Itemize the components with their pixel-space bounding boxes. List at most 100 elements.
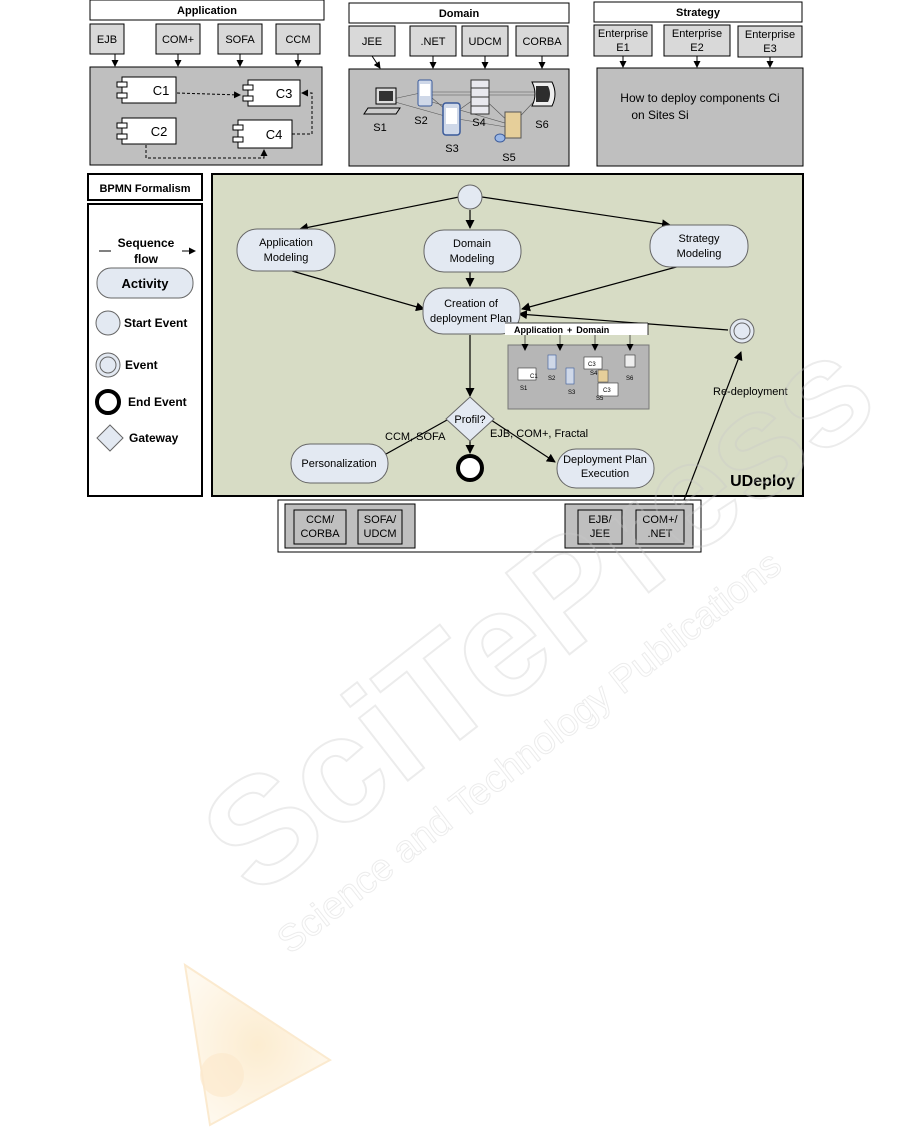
svg-text:SOFA/: SOFA/ [364, 514, 397, 526]
svg-text:S3: S3 [445, 143, 458, 155]
svg-text:Modeling: Modeling [264, 252, 309, 264]
activity-application-modeling: Application Modeling [236, 228, 336, 272]
legend-activity: Activity [96, 267, 194, 299]
tech-udcm: UDCM [461, 25, 509, 57]
application-title: Application [177, 5, 237, 17]
svg-text:C3: C3 [276, 86, 293, 101]
svg-text:EJB: EJB [97, 34, 117, 46]
strategy-panel: Strategy Enterprise E1 Enterprise E2 Ent… [593, 1, 804, 167]
platform-com-net: COM+/ .NET [635, 509, 685, 545]
svg-text:Activity: Activity [122, 276, 170, 291]
activity-deployment-plan-execution: Deployment Plan Execution [556, 448, 655, 489]
platform-ccm-corba: CCM/ CORBA [293, 509, 347, 545]
svg-text:S4: S4 [590, 371, 598, 377]
tech-ejb: EJB [89, 23, 125, 55]
legend-sequence-flow: Sequence flow [99, 236, 196, 266]
udeploy-process: Application Modeling Domain Modeling Str… [211, 173, 804, 501]
svg-text:S1: S1 [373, 122, 386, 134]
legend-title: BPMN Formalism [99, 183, 190, 195]
plan-thumbnail: Application+Domain C1 S2 C3 S4 S6 S1 [505, 322, 650, 410]
svg-text:Personalization: Personalization [301, 458, 376, 470]
svg-text:UDCM: UDCM [469, 36, 502, 48]
legend-end-event: End Event [95, 389, 187, 415]
component-c2: C2 [116, 117, 177, 145]
site-s3-device-icon: S3 [442, 102, 461, 155]
enterprise-e1: Enterprise E1 [593, 24, 653, 57]
svg-text:S2: S2 [414, 115, 427, 127]
activity-creation-deployment-plan: Creation of deployment Plan [422, 287, 521, 335]
platform-ejb-jee: EJB/ JEE [577, 509, 623, 545]
svg-text:C2: C2 [151, 124, 168, 139]
svg-text:Enterprise: Enterprise [598, 28, 648, 40]
svg-text:Sequence: Sequence [118, 236, 175, 250]
svg-text:CCM/: CCM/ [306, 514, 335, 526]
svg-text:deployment Plan: deployment Plan [430, 313, 512, 325]
svg-text:Domain: Domain [453, 238, 491, 250]
redeployment-label: Re-deployment [713, 386, 788, 398]
legend-event: Event [95, 352, 158, 378]
svg-text:Application: Application [259, 237, 313, 249]
domain-title: Domain [439, 8, 480, 20]
activity-strategy-modeling: Strategy Modeling [649, 224, 749, 268]
svg-text:COM+/: COM+/ [642, 514, 678, 526]
tech-sofa: SOFA [217, 23, 263, 55]
application-panel: Application EJB COM+ SOFA CCM C1 [89, 0, 325, 166]
svg-text:CORBA: CORBA [300, 528, 340, 540]
watermark-logo-icon [183, 962, 332, 1127]
flow-label-ccm-sofa: CCM, SOFA [385, 431, 446, 443]
svg-text:Enterprise: Enterprise [745, 29, 795, 41]
svg-text:Deployment Plan: Deployment Plan [563, 454, 647, 466]
svg-text:UDCM: UDCM [364, 528, 397, 540]
svg-text:S6: S6 [626, 376, 634, 382]
svg-text:COM+: COM+ [162, 34, 194, 46]
site-s4-server-icon: S4 [470, 79, 490, 129]
end-event [456, 454, 484, 482]
enterprise-e2: Enterprise E2 [663, 24, 731, 57]
svg-text:.NET: .NET [420, 36, 445, 48]
site-s2-device-icon: S2 [414, 79, 433, 127]
svg-text:C3: C3 [588, 362, 596, 368]
svg-text:Strategy: Strategy [679, 233, 720, 245]
svg-text:E2: E2 [690, 42, 703, 54]
svg-text:E3: E3 [763, 43, 776, 55]
flow-label-ejb-com-fractal: EJB, COM+, Fractal [490, 428, 588, 440]
domain-panel: Domain JEE .NET UDCM CORBA [348, 2, 570, 167]
tech-dotnet: .NET [409, 25, 457, 57]
legend-gateway: Gateway [96, 424, 179, 452]
tech-corba: CORBA [515, 25, 569, 57]
svg-text:JEE: JEE [590, 528, 610, 540]
component-c1: C1 [116, 76, 177, 104]
svg-text:S5: S5 [596, 396, 604, 402]
svg-text:EJB/: EJB/ [588, 514, 612, 526]
svg-text:C3: C3 [603, 388, 611, 394]
svg-text:C1: C1 [153, 83, 170, 98]
strategy-description-2: on Sites Si [631, 108, 688, 122]
svg-text:S6: S6 [535, 119, 548, 131]
svg-text:Start Event: Start Event [124, 316, 187, 330]
bpmn-legend: BPMN Formalism Sequence flow Activity St… [87, 173, 203, 497]
start-event [457, 184, 483, 210]
svg-text:Modeling: Modeling [450, 253, 495, 265]
svg-text:Modeling: Modeling [677, 248, 722, 260]
site-s5-server-icon: S5 [494, 111, 522, 164]
legend-start-event: Start Event [95, 310, 187, 336]
svg-text:S3: S3 [568, 390, 576, 396]
svg-text:C4: C4 [266, 127, 283, 142]
tech-com-plus: COM+ [155, 23, 201, 55]
svg-text:Event: Event [125, 358, 158, 372]
svg-text:C1: C1 [530, 374, 538, 380]
svg-text:E1: E1 [616, 42, 629, 54]
svg-text:SOFA: SOFA [225, 34, 255, 46]
svg-text:.NET: .NET [647, 528, 672, 540]
svg-text:flow: flow [134, 252, 159, 266]
svg-text:S4: S4 [472, 117, 485, 129]
svg-text:Application+Domain: Application+Domain [514, 325, 609, 335]
strategy-description: How to deploy components Ci [620, 91, 779, 105]
tech-jee: JEE [348, 25, 396, 57]
component-c4: C4 [232, 119, 293, 149]
redeployment-event [729, 318, 755, 344]
svg-text:Gateway: Gateway [129, 431, 179, 445]
svg-text:Creation of: Creation of [444, 298, 499, 310]
svg-text:CORBA: CORBA [522, 36, 562, 48]
